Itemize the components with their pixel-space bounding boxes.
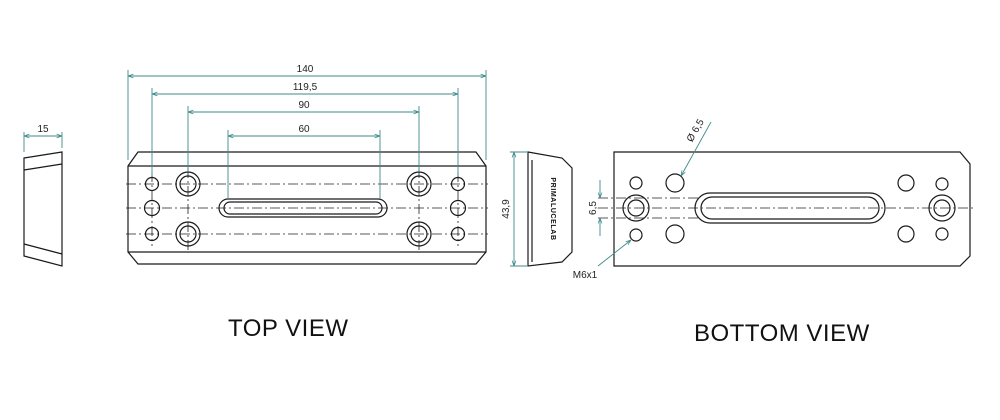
side-profile-view: 15 <box>23 124 63 267</box>
bottom-view-drawing: Ø 6,5 6,5 M6x1 <box>573 117 976 281</box>
dimension-counterbore-diameter: Ø 6,5 <box>685 117 707 144</box>
dimension-slot: 60 <box>298 124 310 135</box>
dimension-offset: 6,5 <box>588 201 599 215</box>
dimension-overall-length: 140 <box>297 64 314 75</box>
dimension-side-width: 15 <box>37 124 49 135</box>
end-profile-view: 43,9 PRIMALUCELAB <box>501 151 573 267</box>
thread-callout: M6x1 <box>573 270 598 281</box>
dimension-inner-holes: 90 <box>298 100 310 111</box>
top-view-label: TOP VIEW <box>228 315 349 342</box>
top-view-drawing: 140 119,5 90 60 <box>126 64 488 265</box>
bottom-view-label: BOTTOM VIEW <box>694 320 870 347</box>
dimension-plate-width: 43,9 <box>501 199 512 219</box>
dimension-outer-holes: 119,5 <box>293 82 318 93</box>
engraved-brand-text: PRIMALUCELAB <box>549 177 556 240</box>
